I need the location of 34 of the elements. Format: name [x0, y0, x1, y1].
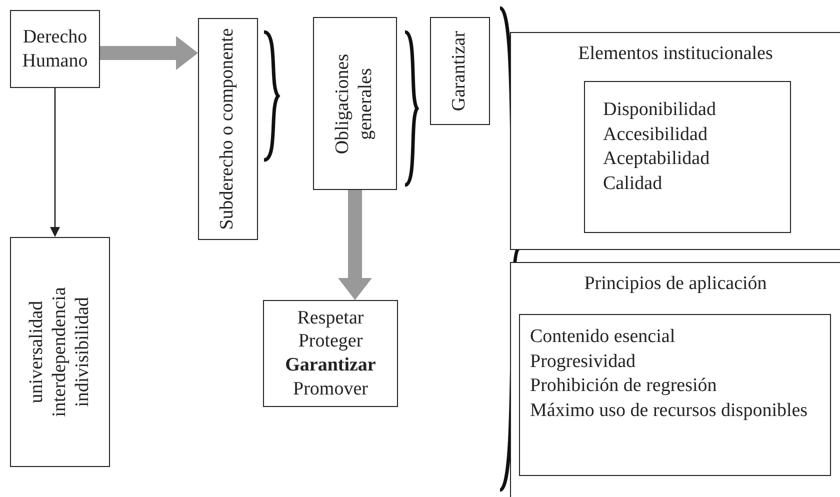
list-item: Aceptabilidad [603, 147, 711, 172]
text-box [10, 237, 110, 467]
text-box [519, 314, 831, 476]
list-item: Contenido esencial [530, 325, 676, 349]
section-heading: Principios de aplicación [583, 273, 768, 295]
text-box [430, 17, 490, 125]
box-text: Subderecho o componente [216, 28, 239, 230]
box-text: Obligaciones generales [332, 52, 377, 156]
text-box [263, 300, 398, 407]
box-text: Respetar [296, 306, 365, 330]
list-item: Disponibilidad [603, 98, 716, 122]
text-box [198, 18, 258, 240]
text-box [510, 262, 840, 497]
section-heading: Elementos institucionales [577, 43, 774, 65]
list-item: Máximo uso de recursos disponibles [530, 399, 808, 424]
block-arrow [338, 190, 372, 300]
box-text: universalidad [26, 300, 48, 406]
box-text: Promover [292, 377, 369, 401]
text-box [10, 10, 100, 88]
text-box [313, 17, 397, 190]
list-item: Accesibilidad [603, 122, 708, 147]
box-text: Garantizar [448, 30, 471, 114]
box-text: Proteger [297, 330, 364, 354]
block-arrow [100, 36, 198, 70]
box-text: Garantizar [284, 354, 377, 378]
box-text: indivisibilidad [71, 296, 94, 409]
list-item: Progresividad [530, 350, 637, 374]
arrow [50, 88, 60, 237]
box-text: interdependencia [48, 286, 71, 419]
text-box [510, 32, 840, 250]
text-box [584, 81, 791, 233]
box-text: Derecho Humano [21, 25, 89, 73]
list-item: Calidad [603, 172, 664, 196]
list-item: Prohibición de regresión [530, 374, 718, 398]
